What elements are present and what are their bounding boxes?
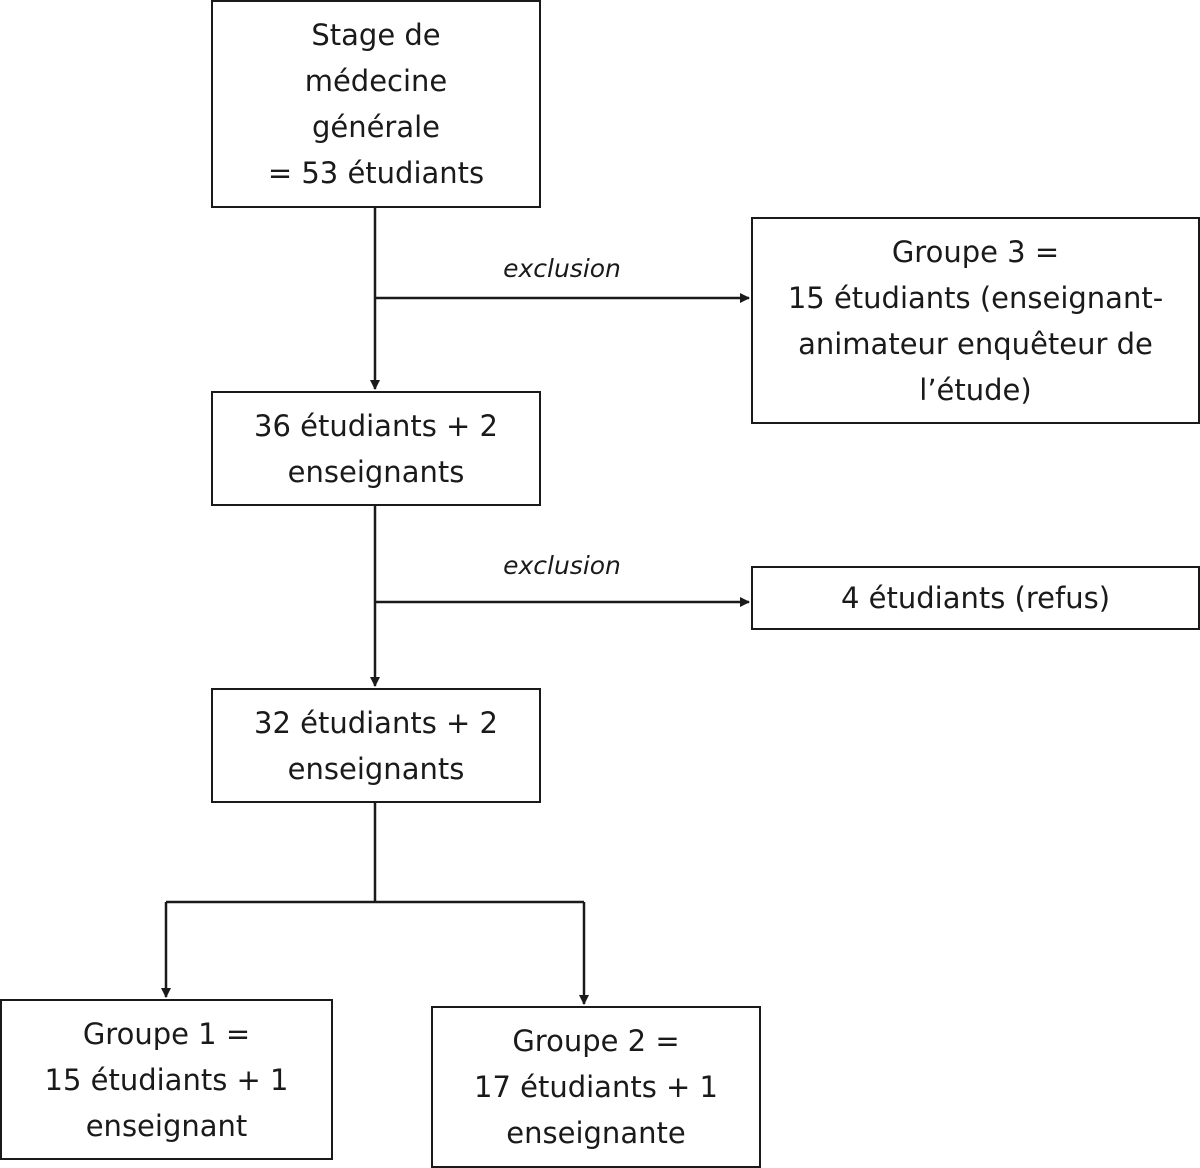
- group2-node-line: Groupe 2 =: [512, 1024, 680, 1058]
- group2-node: Groupe 2 = 17 étudiants + 1 enseignante: [431, 1006, 761, 1168]
- group3-node-line: Groupe 3 =: [891, 234, 1060, 269]
- group3-node: Groupe 3 = 15 étudiants (enseignant- ani…: [751, 217, 1200, 424]
- start-node-line: Stage de: [311, 18, 441, 52]
- refusals-node-line: 4 étudiants (refus): [840, 581, 1111, 615]
- group2-node-line: enseignante: [506, 1116, 686, 1150]
- node-32-line: 32 étudiants + 2: [254, 705, 498, 740]
- node-36-students-2-teachers: 36 étudiants + 2 enseignants: [211, 391, 541, 506]
- node-32-students-2-teachers: 32 étudiants + 2 enseignants: [211, 688, 541, 803]
- start-node-line: = 53 étudiants: [267, 156, 485, 190]
- exclusion-label-first: exclusion: [503, 254, 621, 283]
- node-36-line: 36 étudiants + 2: [254, 408, 498, 443]
- group1-node: Groupe 1 = 15 étudiants + 1 enseignant: [0, 999, 333, 1160]
- exclusion-label-second: exclusion: [503, 551, 621, 580]
- start-node-line: générale: [311, 110, 441, 144]
- node-36-line: enseignants: [287, 454, 465, 489]
- group1-node-line: 15 étudiants + 1: [44, 1062, 289, 1097]
- node-32-line: enseignants: [287, 751, 465, 786]
- start-node-line: médecine: [304, 64, 448, 98]
- group2-node-line: 17 étudiants + 1: [474, 1070, 718, 1104]
- group3-node-line: l’étude): [919, 372, 1032, 407]
- refusals-node: 4 étudiants (refus): [751, 566, 1200, 630]
- group1-node-line: enseignant: [85, 1108, 248, 1143]
- start-node-general-medicine-internship: Stage de médecine générale = 53 étudiant…: [211, 0, 541, 208]
- group3-node-line: animateur enquêteur de: [798, 326, 1153, 361]
- group3-node-line: 15 étudiants (enseignant-: [787, 280, 1164, 315]
- group1-node-line: Groupe 1 =: [82, 1016, 251, 1051]
